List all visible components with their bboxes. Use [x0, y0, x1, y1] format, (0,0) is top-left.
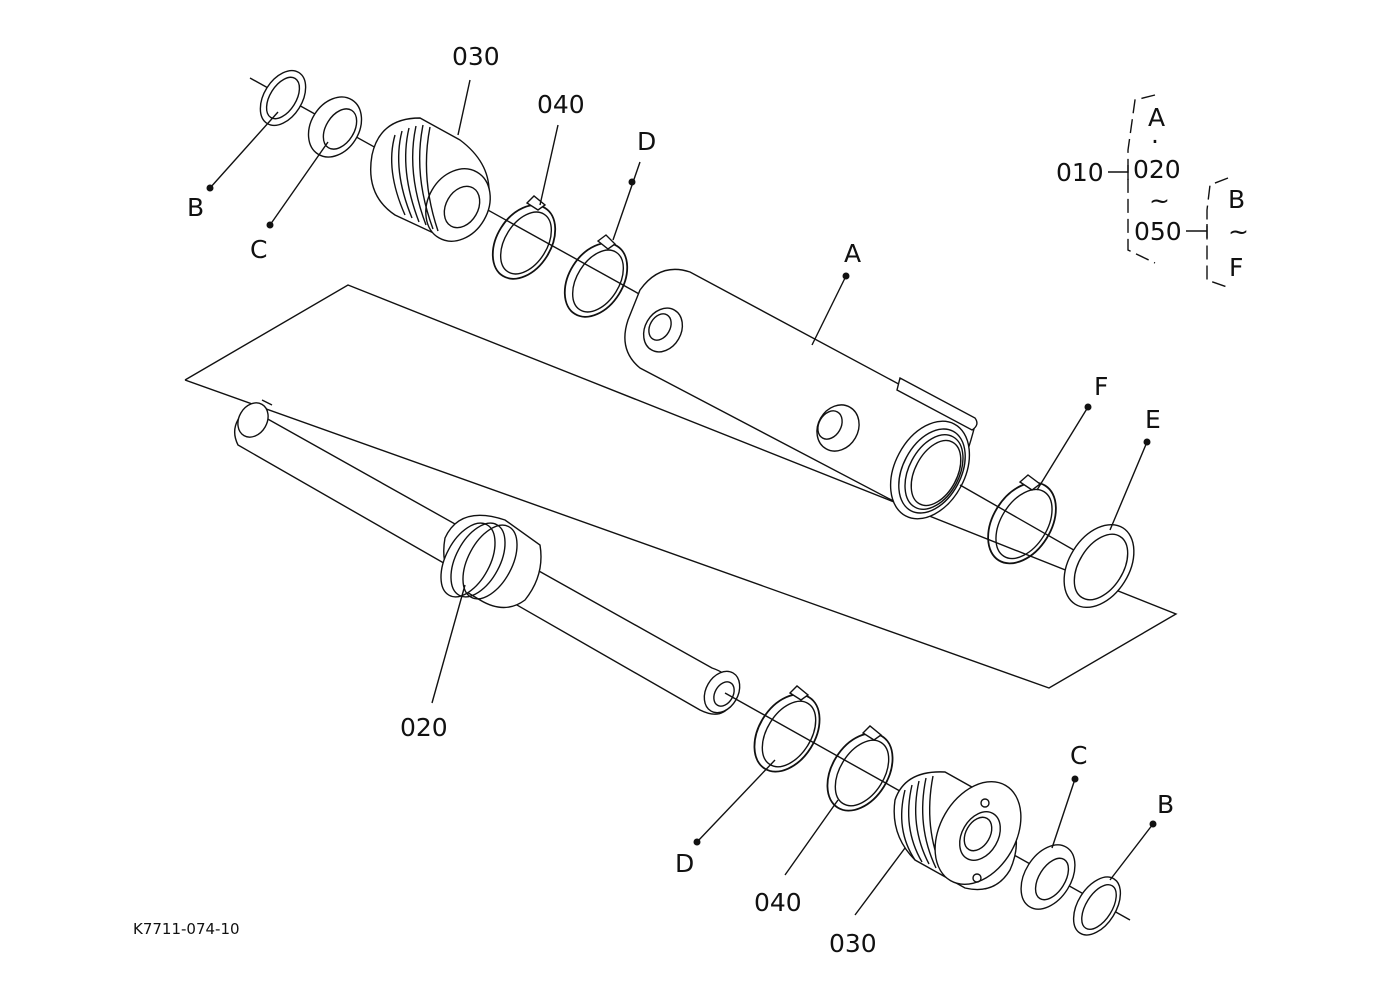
- gland-030-top: [370, 117, 491, 242]
- cylinder-tube-a: [624, 268, 978, 520]
- legend-tilde-1: ~: [1149, 186, 1170, 215]
- snap-ring-f: [987, 474, 1057, 565]
- legend-010: 010: [1056, 158, 1104, 187]
- leader-rod-020: [431, 584, 466, 704]
- callout-tube-A: A: [844, 239, 861, 268]
- leader-bottom-040: [784, 799, 839, 876]
- piston-rod-020: [234, 399, 741, 715]
- callout-bottom-030: 030: [829, 929, 877, 958]
- leader-top-B: [209, 111, 279, 189]
- callout-bottom-C: C: [1070, 741, 1087, 770]
- leader-bottom-C: [1051, 778, 1076, 849]
- leader-bottom-B: [1109, 823, 1154, 881]
- leader-top-D: [612, 161, 641, 241]
- snap-ring-040-top: [491, 195, 557, 280]
- callout-rod-020: 020: [400, 713, 448, 742]
- leader-bottom-030: [854, 847, 906, 916]
- kit-legend: 010 A · 020 ~ 050 B ~ F: [1056, 94, 1249, 289]
- gland-030-bottom: [893, 771, 1022, 891]
- drawing-code: K7711-074-10: [133, 920, 240, 938]
- leader-right-E: [1109, 441, 1148, 531]
- assembly-outline: [184, 284, 1178, 689]
- legend-A: A: [1148, 103, 1165, 132]
- callout-bottom-D: D: [675, 849, 694, 878]
- leader-top-040: [539, 124, 559, 206]
- seal-ring-b-bottom: [1072, 876, 1122, 936]
- callout-right-F: F: [1094, 372, 1108, 401]
- legend-B: B: [1228, 185, 1245, 214]
- leader-dot-right-E: [1143, 438, 1151, 446]
- legend-F: F: [1229, 253, 1243, 282]
- snap-ring-d-top: [563, 234, 629, 318]
- leader-dot-bottom-C: [1071, 775, 1079, 783]
- wiper-ring-c-bottom: [1020, 844, 1076, 910]
- leader-dot-top-B: [206, 184, 214, 192]
- callout-bottom-040: 040: [754, 888, 802, 917]
- callout-top-B: B: [187, 193, 204, 222]
- legend-bracket-right: [1206, 177, 1231, 289]
- leader-dot-bottom-B: [1149, 820, 1157, 828]
- legend-050: 050: [1134, 217, 1182, 246]
- callout-bottom-B: B: [1157, 790, 1174, 819]
- callout-top-040: 040: [537, 90, 585, 119]
- leader-dot-tube-A: [842, 272, 850, 280]
- callout-top-C: C: [250, 235, 267, 264]
- snap-ring-040-bottom: [826, 725, 894, 812]
- leader-top-C: [269, 141, 329, 226]
- leader-right-F: [1036, 406, 1089, 491]
- seal-ring-e: [1063, 523, 1135, 609]
- leader-dot-top-D: [628, 178, 636, 186]
- legend-bracket-left: [1127, 94, 1156, 264]
- leader-dot-bottom-D: [693, 838, 701, 846]
- legend-dot: ·: [1151, 127, 1159, 156]
- leader-top-030: [457, 79, 471, 136]
- legend-020: 020: [1133, 155, 1181, 184]
- leader-bottom-D: [696, 759, 776, 843]
- seal-ring-b-top: [259, 69, 307, 127]
- leader-dot-top-C: [266, 221, 274, 229]
- callout-right-E: E: [1145, 405, 1161, 434]
- leader-tube-A: [811, 275, 847, 346]
- wiper-ring-c-top: [307, 96, 363, 158]
- callout-top-D: D: [637, 127, 656, 156]
- snap-ring-d-bottom: [753, 685, 821, 773]
- leader-dot-right-F: [1084, 403, 1092, 411]
- legend-tilde-2: ~: [1228, 217, 1249, 246]
- callout-top-030: 030: [452, 42, 500, 71]
